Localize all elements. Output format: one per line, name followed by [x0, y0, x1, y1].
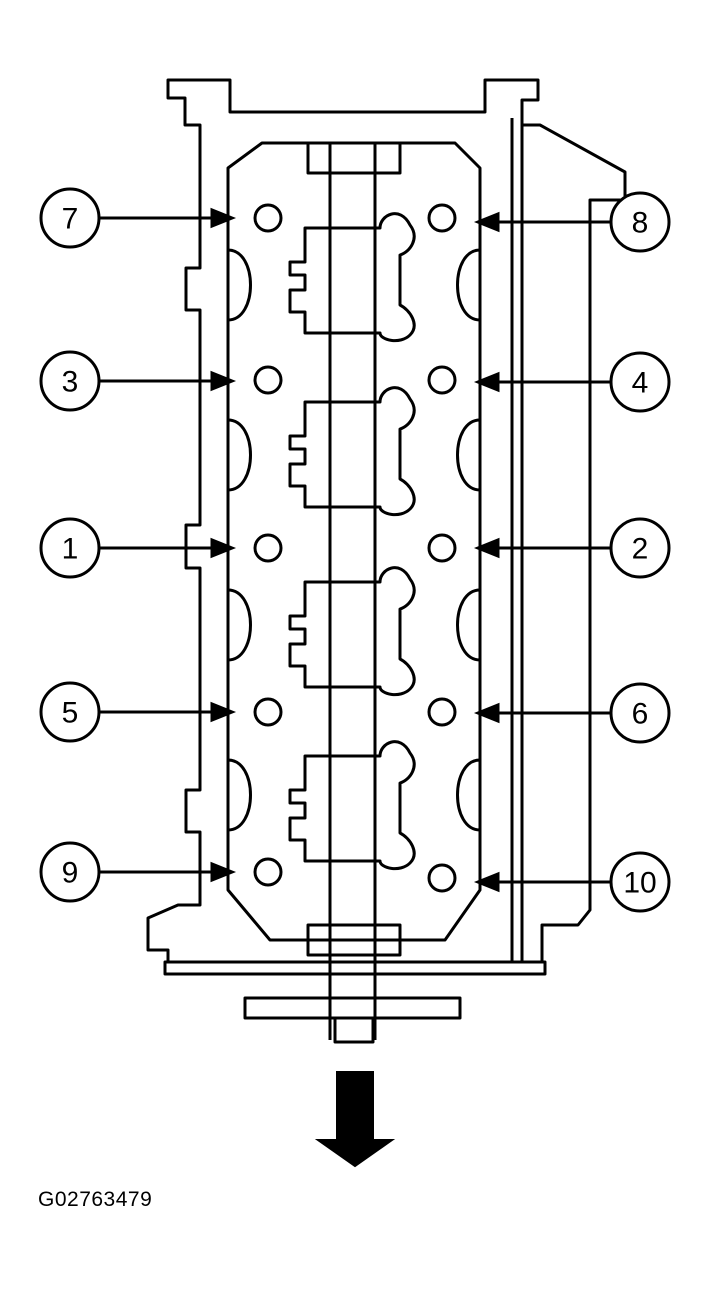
bolt-8 [427, 203, 457, 233]
callout-label: 3 [62, 366, 79, 399]
bolt-7 [253, 203, 283, 233]
cam-bearing-cap [288, 566, 416, 697]
camshaft-sprocket-flange [243, 996, 462, 1020]
callout-6 [609, 682, 671, 744]
cam-bearing-cap [288, 212, 416, 343]
callout-label: 6 [632, 698, 649, 731]
callout-label: 7 [62, 203, 79, 236]
callout-3 [39, 350, 101, 412]
callout-8 [609, 191, 671, 253]
cam-bearing-cap [288, 386, 416, 517]
camshaft-front-cap [306, 141, 402, 175]
bolt-6 [427, 697, 457, 727]
callout-1 [39, 517, 101, 579]
base-plate [163, 960, 547, 976]
callout-10 [609, 851, 671, 913]
callout-2 [609, 517, 671, 579]
callout-label: 8 [632, 207, 649, 240]
bolt-5 [253, 697, 283, 727]
bolt-2 [427, 533, 457, 563]
camshaft-rear-cap [306, 923, 402, 957]
bolt-3 [253, 365, 283, 395]
cam-bearing-cap [288, 740, 416, 871]
callout-7 [39, 187, 101, 249]
callout-label: 2 [632, 533, 649, 566]
callout-label: 4 [632, 367, 649, 400]
bolt-9 [253, 857, 283, 887]
callout-9 [39, 841, 101, 903]
callout-label: 1 [62, 533, 79, 566]
figure-code: G02763479 [38, 1188, 153, 1211]
front-direction-arrow-icon [314, 1071, 396, 1168]
cam-carrier [226, 141, 482, 942]
callout-4 [609, 351, 671, 413]
callout-label: 5 [62, 697, 79, 730]
bolt-1 [253, 533, 283, 563]
bolt-10 [427, 863, 457, 893]
callout-label: 10 [623, 867, 656, 900]
callout-5 [39, 681, 101, 743]
bolt-4 [427, 365, 457, 395]
callout-label: 9 [62, 857, 79, 890]
head-outline [146, 78, 627, 964]
